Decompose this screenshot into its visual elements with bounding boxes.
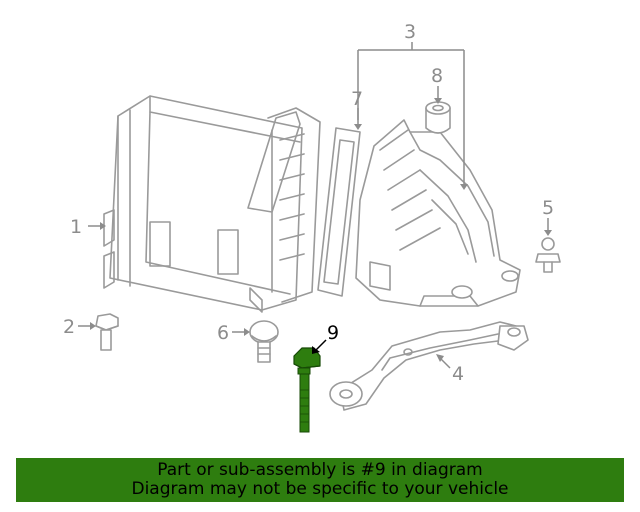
part-5-sensor[interactable] <box>535 237 561 273</box>
part-9-bolt-highlighted[interactable] <box>293 347 321 433</box>
banner-line-1: Part or sub-assembly is #9 in diagram <box>157 460 483 480</box>
parts-diagram: 1 2 3 4 5 6 7 8 9 <box>63 21 561 433</box>
callout-2: 2 <box>63 316 75 338</box>
part-8-grommet[interactable] <box>425 101 451 134</box>
callout-6: 6 <box>217 322 229 344</box>
part-3-intake-housing[interactable] <box>355 119 521 307</box>
part-7-gasket[interactable] <box>317 127 361 297</box>
callout-8: 8 <box>431 65 443 87</box>
callout-3: 3 <box>404 21 416 43</box>
part-1-control-module[interactable] <box>103 95 321 313</box>
part-6-stud[interactable] <box>249 320 279 363</box>
info-banner: Part or sub-assembly is #9 in diagram Di… <box>16 458 624 502</box>
part-2-bolt[interactable] <box>95 313 119 351</box>
banner-line-2: Diagram may not be specific to your vehi… <box>131 479 509 499</box>
callout-1: 1 <box>70 216 82 238</box>
callout-4: 4 <box>452 363 464 385</box>
part-4-bracket[interactable] <box>329 321 529 411</box>
leader-lines <box>78 42 552 369</box>
callout-5: 5 <box>542 197 554 219</box>
callout-7: 7 <box>351 88 363 110</box>
callout-9: 9 <box>327 322 339 344</box>
